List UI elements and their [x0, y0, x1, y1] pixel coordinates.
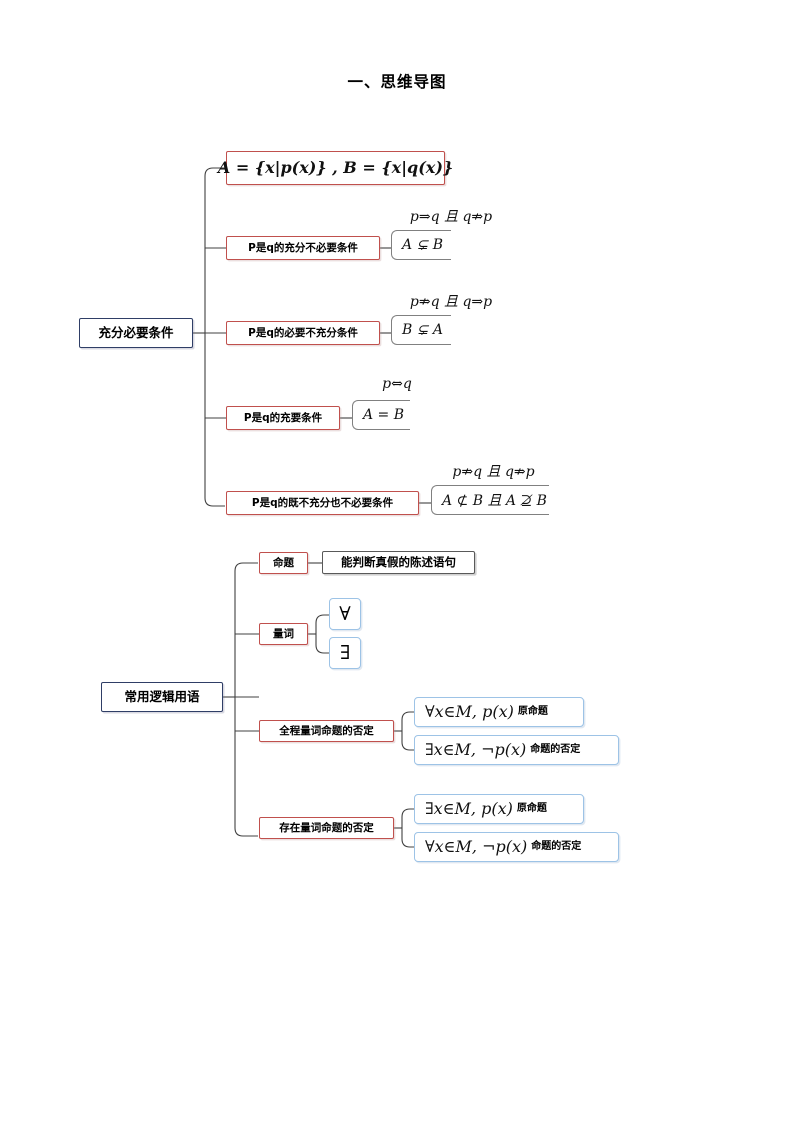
set-relation-box[interactable]: A ⊊ B [391, 230, 451, 260]
set-relation-text: A = B [363, 407, 405, 423]
branch-node-proposition[interactable]: 命题 [259, 552, 308, 574]
negated-proposition-tag: 命题的否定 [531, 841, 582, 852]
branch-node-label: P是q的必要不充分条件 [248, 326, 358, 339]
root-node-sufficient-necessary[interactable]: 充分必要条件 [79, 318, 193, 348]
leaf-proposition-definition[interactable]: 能判断真假的陈述语句 [322, 551, 475, 574]
logic-expression: p⇔q [382, 376, 412, 392]
leaf-universal-original-proposition[interactable]: ∀x∈M, p(x) 原命题 [414, 697, 584, 727]
branch-node-label: 存在量词命题的否定 [279, 821, 374, 834]
negated-proposition-expression: ∃x∈M, ¬p(x) [425, 740, 527, 759]
detail-group-sufficient-not-necessary: p⇒q 且 q⇏p A ⊊ B [391, 206, 511, 262]
detail-group-necessary-and-sufficient: p⇔q A = B [352, 376, 442, 432]
branch-node-label: P是q的充要条件 [243, 411, 323, 424]
root-node-label: 充分必要条件 [98, 324, 174, 340]
branch-node-necessary-and-sufficient[interactable]: P是q的充要条件 [226, 406, 340, 430]
set-relation-box[interactable]: A ⊄ B 且 A ⊉ B [431, 485, 549, 515]
branch-node-neither-sufficient-nor-necessary[interactable]: P是q的既不充分也不必要条件 [226, 491, 419, 515]
branch-node-existential-negation[interactable]: 存在量词命题的否定 [259, 817, 394, 839]
leaf-existential-negated-proposition[interactable]: ∀x∈M, ¬p(x) 命题的否定 [414, 832, 619, 862]
logic-expression: p⇒q 且 q⇏p [409, 209, 493, 225]
logic-expression: p⇏q 且 q⇒p [409, 294, 493, 310]
leaf-universal-negated-proposition[interactable]: ∃x∈M, ¬p(x) 命题的否定 [414, 735, 619, 765]
root-node-label: 常用逻辑用语 [124, 688, 200, 704]
branch-node-universal-negation[interactable]: 全程量词命题的否定 [259, 720, 394, 742]
exists-icon: ∃ [339, 641, 351, 664]
set-relation-box[interactable]: B ⊊ A [391, 315, 451, 345]
set-relation-box[interactable]: A = B [352, 400, 410, 430]
set-relation-text: A ⊊ B [402, 237, 444, 253]
leaf-label: 能判断真假的陈述语句 [341, 554, 456, 569]
detail-group-neither-sufficient-nor-necessary: p⇏q 且 q⇏p A ⊄ B 且 A ⊉ B [431, 461, 556, 517]
page-title: 一、思维导图 [347, 73, 447, 91]
original-proposition-tag: 原命题 [517, 706, 548, 717]
set-relation-text: A ⊄ B 且 A ⊉ B [442, 493, 547, 509]
leaf-existential-quantifier-symbol[interactable]: ∃ [329, 637, 361, 669]
original-proposition-expression: ∃x∈M, p(x) [425, 799, 513, 818]
logic-expression: p⇏q 且 q⇏p [452, 464, 535, 480]
branch-node-sufficient-not-necessary[interactable]: P是q的充分不必要条件 [226, 236, 380, 260]
original-proposition-expression: ∀x∈M, p(x) [425, 702, 514, 721]
forall-icon: ∀ [339, 602, 351, 625]
branch-node-label: 全程量词命题的否定 [279, 724, 374, 737]
detail-group-necessary-not-sufficient: p⇏q 且 q⇒p B ⊊ A [391, 291, 511, 347]
negated-proposition-expression: ∀x∈M, ¬p(x) [425, 837, 528, 856]
sets-definition-box[interactable]: A = {x|p(x)} , B = {x|q(x)} [218, 151, 453, 185]
leaf-universal-quantifier-symbol[interactable]: ∀ [329, 598, 361, 630]
negated-proposition-tag: 命题的否定 [530, 744, 581, 755]
set-relation-text: B ⊊ A [402, 322, 444, 338]
branch-node-quantifier[interactable]: 量词 [259, 623, 308, 645]
sets-definition-text: A = {x|p(x)} , B = {x|q(x)} [217, 158, 454, 177]
branch-node-label: P是q的充分不必要条件 [248, 241, 358, 254]
branch-node-label: P是q的既不充分也不必要条件 [251, 496, 394, 509]
branch-node-label: 量词 [273, 627, 294, 640]
branch-node-necessary-not-sufficient[interactable]: P是q的必要不充分条件 [226, 321, 380, 345]
branch-node-label: 命题 [273, 556, 294, 569]
original-proposition-tag: 原命题 [516, 803, 547, 814]
root-node-logic-terms[interactable]: 常用逻辑用语 [101, 682, 223, 712]
leaf-existential-original-proposition[interactable]: ∃x∈M, p(x) 原命题 [414, 794, 584, 824]
